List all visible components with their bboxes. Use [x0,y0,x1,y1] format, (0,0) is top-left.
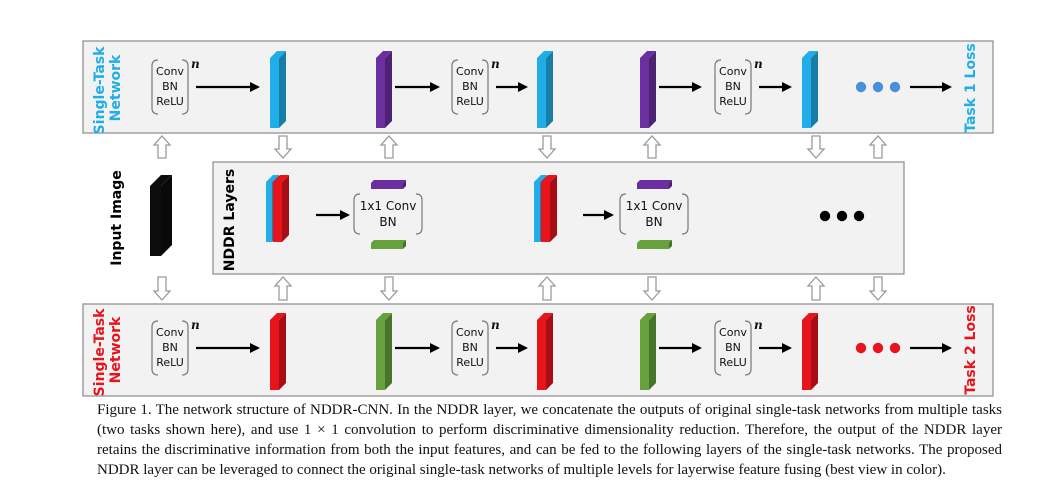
nddr-to-bottom-arrow-3 [868,276,888,301]
input-image-block [150,175,172,256]
figure-caption: Figure 1. The network structure of NDDR-… [97,402,1002,478]
top-feature-map-3 [802,51,818,128]
bottom-ellipsis-dot [889,342,901,354]
nddr-concat-1-red [273,175,289,242]
conv-block-line: Conv [156,65,184,78]
top-nddr-output-1 [376,51,392,128]
nddr-ellipsis-dot [836,210,848,222]
bottom-network-label: Single-Task Network [92,304,124,397]
conv-block-line: BN [162,80,178,93]
nddr-ellipsis-dot [853,210,865,222]
nddr-conv-label: 1x1 Conv [360,199,417,213]
bottom-nddr-output-2 [640,313,656,390]
bottom-to-nddr-arrow-2 [537,276,557,301]
nddr-ellipsis-dot [819,210,831,222]
conv-block-line: BN [162,341,178,354]
conv-block-line: BN [462,341,478,354]
top-ellipsis-dot [855,81,867,93]
conv-block-line: ReLU [719,356,747,369]
nddr-bn-label: BN [379,215,396,229]
conv-exponent: n [754,57,763,71]
conv-exponent: n [754,318,763,332]
nddr-to-top-arrow-3 [868,135,888,159]
nddr-layers-label: NDDR Layers [222,169,238,271]
top-ellipsis-dot [872,81,884,93]
nddr-slab-2-purple [637,180,672,189]
nddr-slab-2-green [637,240,672,249]
top-ellipsis-dot [889,81,901,93]
input-to-top-arrow [152,135,172,159]
conv-block-line: BN [725,80,741,93]
bottom-feature-map-1 [270,313,286,390]
bottom-to-nddr-arrow-1 [273,276,293,301]
top-to-nddr-arrow-1 [273,135,293,159]
nddr-conv-label: 1x1 Conv [626,199,683,213]
top-feature-map-2 [537,51,553,128]
conv-block-line: BN [462,80,478,93]
nddr-concat-2-red [541,175,557,242]
conv-block-line: Conv [719,65,747,78]
top-feature-map-1 [270,51,286,128]
nddr-to-top-arrow-2 [642,135,662,159]
input-to-bottom-arrow [152,276,172,301]
bottom-feature-map-2 [537,313,553,390]
conv-block-line: Conv [719,326,747,339]
top-nddr-output-2 [640,51,656,128]
bottom-to-nddr-arrow-3 [806,276,826,301]
nddr-slab-1-green [371,240,406,249]
conv-exponent: n [191,57,200,71]
conv-block-line: Conv [456,65,484,78]
conv-block-line: ReLU [456,95,484,108]
top-to-nddr-arrow-3 [806,135,826,159]
conv-block-line: BN [725,341,741,354]
conv-block-line: Conv [156,326,184,339]
conv-block-line: ReLU [156,95,184,108]
conv-block-line: ReLU [156,356,184,369]
conv-block-line: ReLU [719,95,747,108]
input-image-label: Input Image [109,170,125,266]
nddr-to-bottom-arrow-2 [642,276,662,301]
nddr-to-top-arrow-1 [379,135,399,159]
conv-block-line: Conv [456,326,484,339]
conv-exponent: n [491,318,500,332]
bottom-ellipsis-dot [872,342,884,354]
conv-exponent: n [491,57,500,71]
conv-block-line: ReLU [456,356,484,369]
nddr-cnn-diagram: Single-Task Network Single-Task Network … [82,40,994,397]
bottom-feature-map-3 [802,313,818,390]
top-network-label: Single-Task Network [92,42,124,135]
top-to-nddr-arrow-2 [537,135,557,159]
task1-loss-label: Task 1 Loss [963,43,979,133]
task2-loss-label: Task 2 Loss [963,305,979,395]
bottom-nddr-output-1 [376,313,392,390]
nddr-panel [212,161,905,275]
conv-exponent: n [191,318,200,332]
nddr-slab-1-purple [371,180,406,189]
nddr-bn-label: BN [645,215,662,229]
nddr-to-bottom-arrow-1 [379,276,399,301]
bottom-ellipsis-dot [855,342,867,354]
